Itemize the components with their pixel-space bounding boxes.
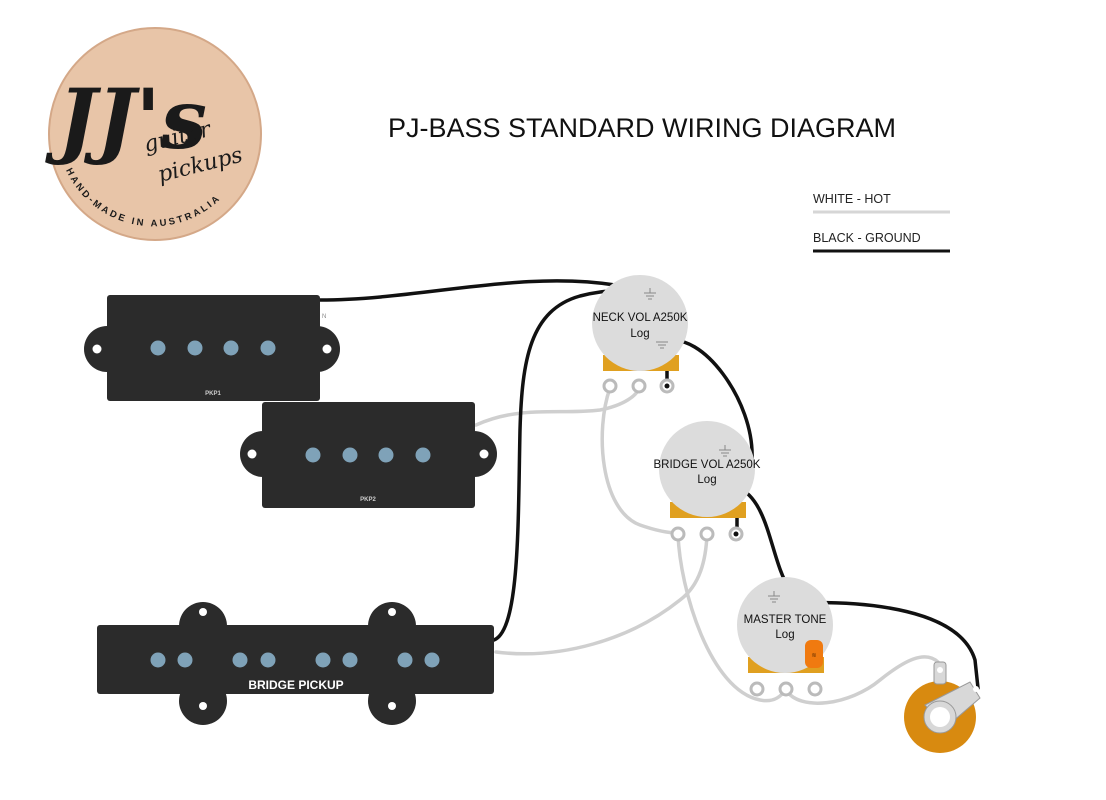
legend-ground-label: BLACK - GROUND [813,231,921,245]
pot-taper-label: Log [697,474,716,486]
pole-piece [397,652,413,668]
pot-name-label: BRIDGE VOL A250K [654,459,761,471]
pot-taper-label: Log [630,328,649,340]
pot-name-label: MASTER TONE [744,614,827,626]
wire-hot-tone-to-jack [784,655,942,705]
pickup-pkp1: PKP1 N [84,295,340,401]
bridge-screw-hole [388,608,396,616]
pole-piece [260,340,276,356]
ground-symbol [644,288,656,300]
jack-ground-lug-hole [973,686,979,692]
legend: WHITE - HOT BLACK - GROUND [813,192,950,253]
pole-piece [378,447,394,463]
capacitor-icon: ≋ [811,653,816,659]
pole-piece [150,652,166,668]
pole-piece [232,652,248,668]
wire-hot-neck-to-bridgevol [600,386,680,535]
bridge-body [97,625,494,694]
pot-body [592,275,688,371]
pot-bridge-volume: BRIDGE VOL A250K Log [654,421,761,542]
output-jack [904,661,981,753]
pole-piece [424,652,440,668]
pkp1-screw-hole-right [322,344,332,354]
bridge-screw-hole [199,608,207,616]
pot-name-label: NECK VOL A250K [593,312,688,324]
ground-symbol [768,591,780,603]
jack-hot-lug-hole [937,667,943,673]
pkp1-n-mark: N [322,314,326,320]
pkp2-screw-hole-left [247,449,257,459]
pkp2-screw-hole-right [479,449,489,459]
pkp2-body [262,402,475,508]
pot-master-tone: MASTER TONE Log ≋ [737,577,833,697]
ground-symbol [719,445,731,457]
pole-piece [342,447,358,463]
pole-piece [187,340,203,356]
pot-taper-label: Log [775,629,794,641]
pole-piece [415,447,431,463]
diagram-title: PJ-BASS STANDARD WIRING DIAGRAM [388,113,896,143]
pot-lugs [602,378,675,394]
pkp1-body [107,295,320,401]
wire-hot-vol-to-tone [676,532,787,703]
pot-lugs [670,526,744,542]
wire-hot-bridgepkp-bridgevol [494,532,709,656]
brand-logo: JJ's guitar pickups HAND-MADE IN AUSTRAL… [45,27,262,241]
pole-piece [315,652,331,668]
logo-initials: JJ's [45,72,207,168]
pole-piece [223,340,239,356]
pkp2-label: PKP2 [360,497,376,503]
bridge-screw-hole [199,702,207,710]
ground-symbol [656,341,668,349]
logo-disc-edge [48,27,262,241]
pickup-pkp2: PKP2 [240,402,497,508]
wire-hot-pkp2-neckvol [474,386,641,427]
pkp1-screw-hole-left [92,344,102,354]
pole-piece [260,652,276,668]
pkp1-label: PKP1 [205,391,221,397]
bridge-screw-hole [388,702,396,710]
pickup-bridge: BRIDGE PICKUP [97,602,494,725]
legend-hot-label: WHITE - HOT [813,192,891,206]
logo-disc [49,28,261,240]
pole-piece [150,340,166,356]
pot-lugs [749,681,823,697]
pole-piece [177,652,193,668]
wire-terminals [664,383,739,537]
bridge-pickup-label: BRIDGE PICKUP [248,678,343,692]
pole-piece [305,447,321,463]
pot-body [659,421,755,517]
tone-capacitor [805,640,823,668]
pole-piece [342,652,358,668]
jack-hole [930,707,950,727]
pot-neck-volume: NECK VOL A250K Log [592,275,688,394]
